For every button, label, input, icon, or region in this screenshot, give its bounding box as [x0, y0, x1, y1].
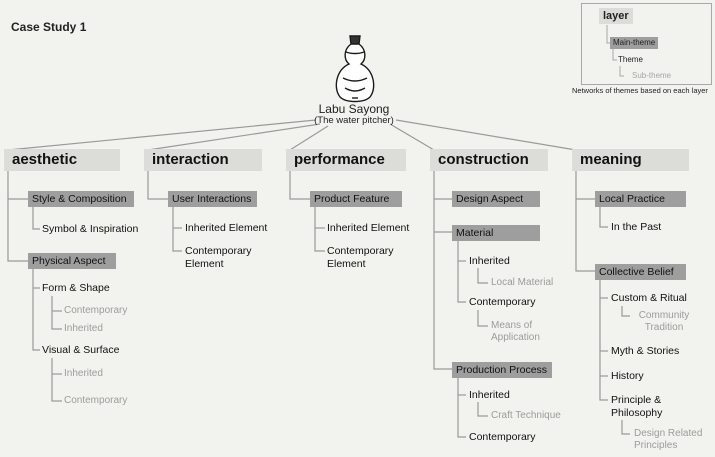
- theme-inherited: Inherited: [469, 389, 510, 401]
- legend-theme: Theme: [618, 55, 643, 64]
- theme-contemporary: Contemporary: [469, 296, 536, 308]
- main-theme-physical-aspect: Physical Aspect: [28, 253, 116, 269]
- theme-contemporary-element: Contemporary Element: [185, 245, 252, 270]
- legend-sub-theme: Sub-theme: [632, 71, 672, 80]
- sub-theme-local-material: Local Material: [491, 277, 554, 288]
- sub-theme-craft-technique: Craft Technique: [491, 410, 561, 421]
- sub-theme-community-tradition: Community Tradition: [638, 310, 690, 333]
- theme-form-shape: Form & Shape: [42, 282, 110, 294]
- category-interaction: interaction: [144, 149, 262, 171]
- theme-history: History: [611, 370, 644, 382]
- category-performance: performance: [286, 149, 406, 171]
- theme-inherited-element: Inherited Element: [185, 222, 268, 234]
- main-theme-style-composition: Style & Composition: [28, 191, 134, 207]
- main-theme-product-feature: Product Feature: [310, 191, 402, 207]
- legend: [581, 3, 712, 85]
- sub-theme-means-of-application: Means of Application: [491, 320, 540, 343]
- legend-main-theme: Main-theme: [610, 37, 659, 49]
- theme-custom-ritual: Custom & Ritual: [611, 292, 687, 304]
- sub-theme-contemporary: Contemporary: [64, 305, 128, 316]
- theme-contemporary: Contemporary: [469, 431, 536, 443]
- theme-in-the-past: In the Past: [611, 221, 662, 233]
- main-theme-local-practice: Local Practice: [595, 191, 686, 207]
- main-theme-user-interactions: User Interactions: [168, 191, 257, 207]
- sub-theme-contemporary: Contemporary: [64, 395, 128, 406]
- root-node-subtitle: (The water pitcher): [314, 115, 394, 126]
- theme-inherited-element: Inherited Element: [327, 222, 410, 234]
- category-aesthetic: aesthetic: [4, 149, 120, 171]
- legend-caption: Networks of themes based on each layer: [572, 86, 708, 95]
- theme-inherited: Inherited: [469, 255, 510, 267]
- root-node-name: Labu Sayong: [318, 102, 390, 116]
- sub-theme-inherited: Inherited: [64, 368, 103, 379]
- theme-contemporary-element: Contemporary Element: [327, 245, 394, 270]
- category-construction: construction: [430, 149, 548, 171]
- main-theme-collective-belief: Collective Belief: [595, 264, 686, 280]
- main-theme-production-process: Production Process: [452, 362, 552, 378]
- gourd-pitcher-icon: [335, 35, 375, 103]
- theme-visual-surface: Visual & Surface: [42, 344, 120, 356]
- main-theme-material: Material: [452, 225, 540, 241]
- theme-myth-stories: Myth & Stories: [611, 345, 680, 357]
- sub-theme-design-related-principles: Design Related Principles: [634, 428, 703, 451]
- main-theme-design-aspect: Design Aspect: [452, 191, 540, 207]
- theme-symbol-inspiration: Symbol & Inspiration: [42, 223, 139, 235]
- sub-theme-inherited: Inherited: [64, 323, 103, 334]
- page-title: Case Study 1: [11, 20, 87, 34]
- theme-principle-philosophy: Principle & Philosophy: [611, 394, 663, 419]
- legend-layer: layer: [599, 8, 633, 24]
- category-meaning: meaning: [572, 149, 689, 171]
